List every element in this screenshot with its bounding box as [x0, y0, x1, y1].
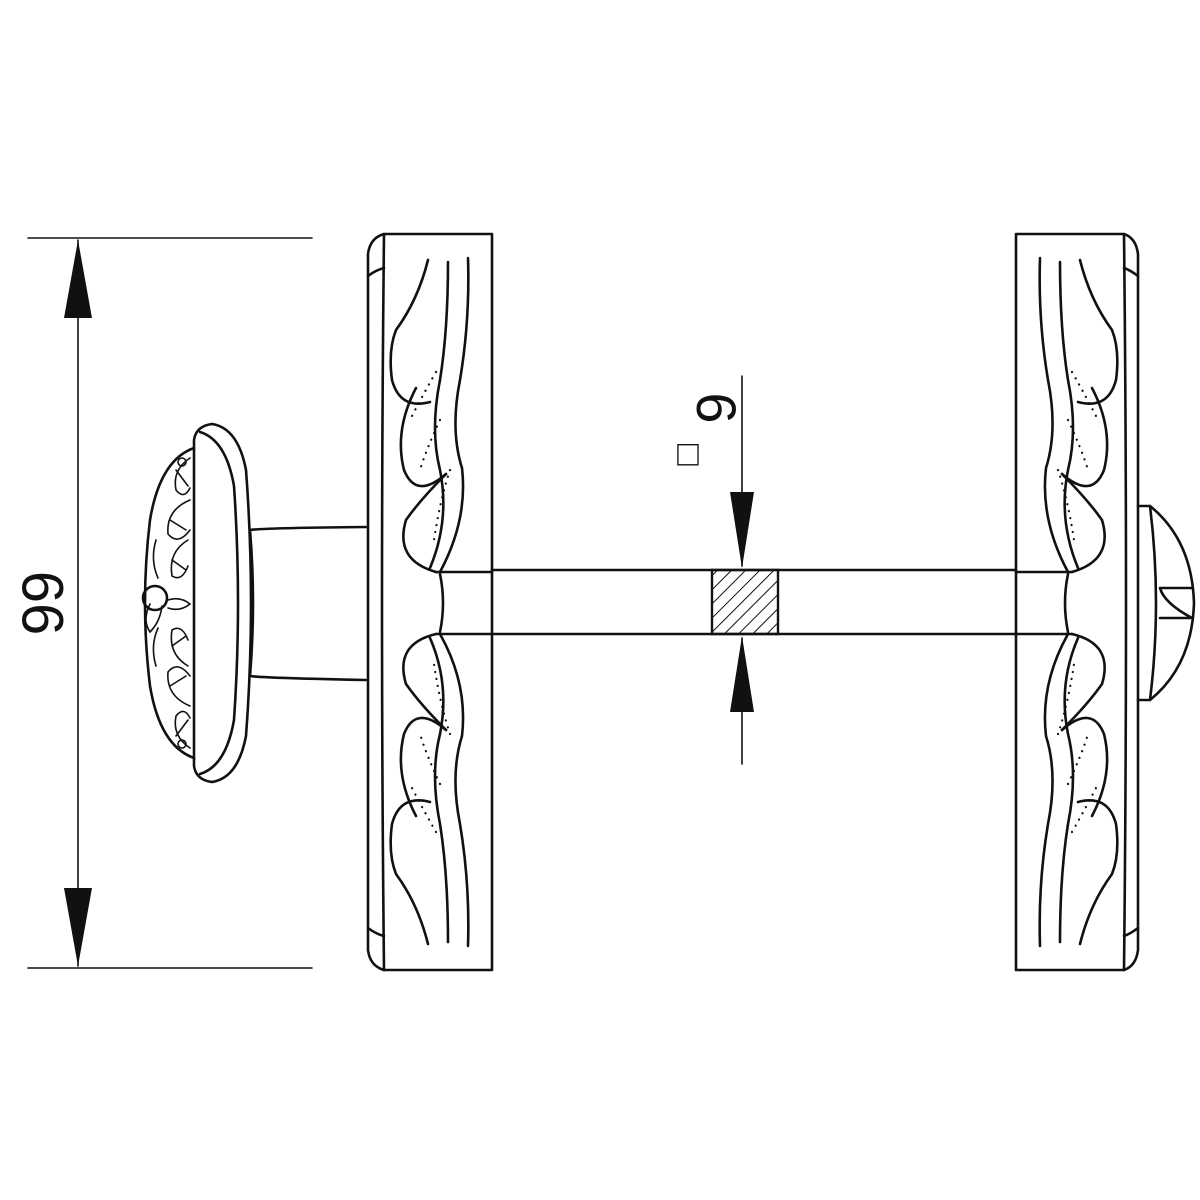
screw-slot — [1158, 586, 1194, 620]
arrow-up-icon — [64, 240, 92, 318]
right-plate-ornament-bottom — [1038, 632, 1119, 948]
left-plate-lip-top — [366, 266, 386, 278]
arrow-up-icon — [730, 636, 754, 712]
knob-rim — [192, 422, 214, 784]
height-dimension: 66 — [10, 237, 313, 969]
right-rosette-plate — [1014, 232, 1140, 972]
knob-dome — [210, 422, 253, 784]
right-plate-lip-bottom — [1122, 926, 1140, 938]
right-plate-outline — [1014, 232, 1140, 972]
arrow-down-icon — [64, 888, 92, 966]
left-plate-lip-bottom — [366, 926, 386, 938]
knob-inner-rim — [198, 430, 240, 776]
left-plate-ornament-top — [389, 256, 470, 574]
height-dimension-label: 66 — [10, 571, 75, 636]
screw-head-outline — [1136, 504, 1196, 702]
left-plate-ornament-bottom — [389, 632, 470, 948]
left-plate-outline — [366, 232, 494, 972]
rosette-knob — [141, 422, 368, 784]
right-plate-ornament-top — [1038, 256, 1119, 574]
left-plate-inner-edge — [380, 232, 386, 972]
square-symbol: □ — [677, 433, 699, 474]
spindle-dimension-label: 6 — [685, 392, 748, 423]
spindle-section-hatch — [710, 568, 780, 636]
knob-neck — [248, 525, 368, 682]
rosette-ornament — [141, 457, 192, 749]
right-plate-inner-edge — [1122, 232, 1128, 972]
spindle — [490, 568, 1018, 636]
spindle-dimension: 6 □ — [677, 375, 754, 765]
screw-head — [1136, 504, 1196, 702]
left-rosette-plate — [366, 232, 494, 972]
left-plate-hub — [434, 570, 494, 636]
right-plate-lip-top — [1122, 266, 1140, 278]
arrow-down-icon — [730, 492, 754, 568]
right-plate-hub — [1014, 570, 1074, 636]
knob-face — [143, 446, 196, 760]
screw-head-inner — [1148, 504, 1158, 702]
